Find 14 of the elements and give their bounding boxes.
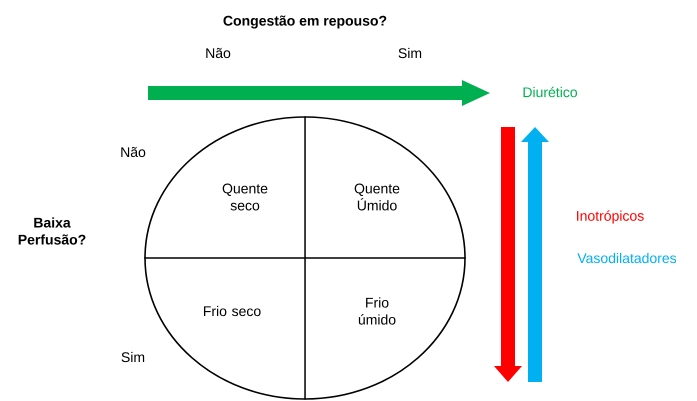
quadrant-label: Quente Úmido [354,184,400,210]
axis-label: Não [121,146,146,158]
quadrant-label: Frio úmido [358,297,396,325]
quadrant-label: Frio seco [204,306,261,316]
axis-title: Congestão em repouso? [224,15,386,29]
arrow-label: Diurético [524,86,578,98]
axis-label: Não [206,48,230,58]
quadrant-circle [144,116,466,400]
arrow-label: Inotrópicos [577,210,644,224]
arrow-label: Vasodilatadores [577,252,676,264]
axis-label: Sim [398,48,422,58]
axis-label: Sim [122,352,144,362]
axis-title: Baixa Perfusão? [18,217,86,245]
quadrant-label: Quente seco [222,184,268,210]
